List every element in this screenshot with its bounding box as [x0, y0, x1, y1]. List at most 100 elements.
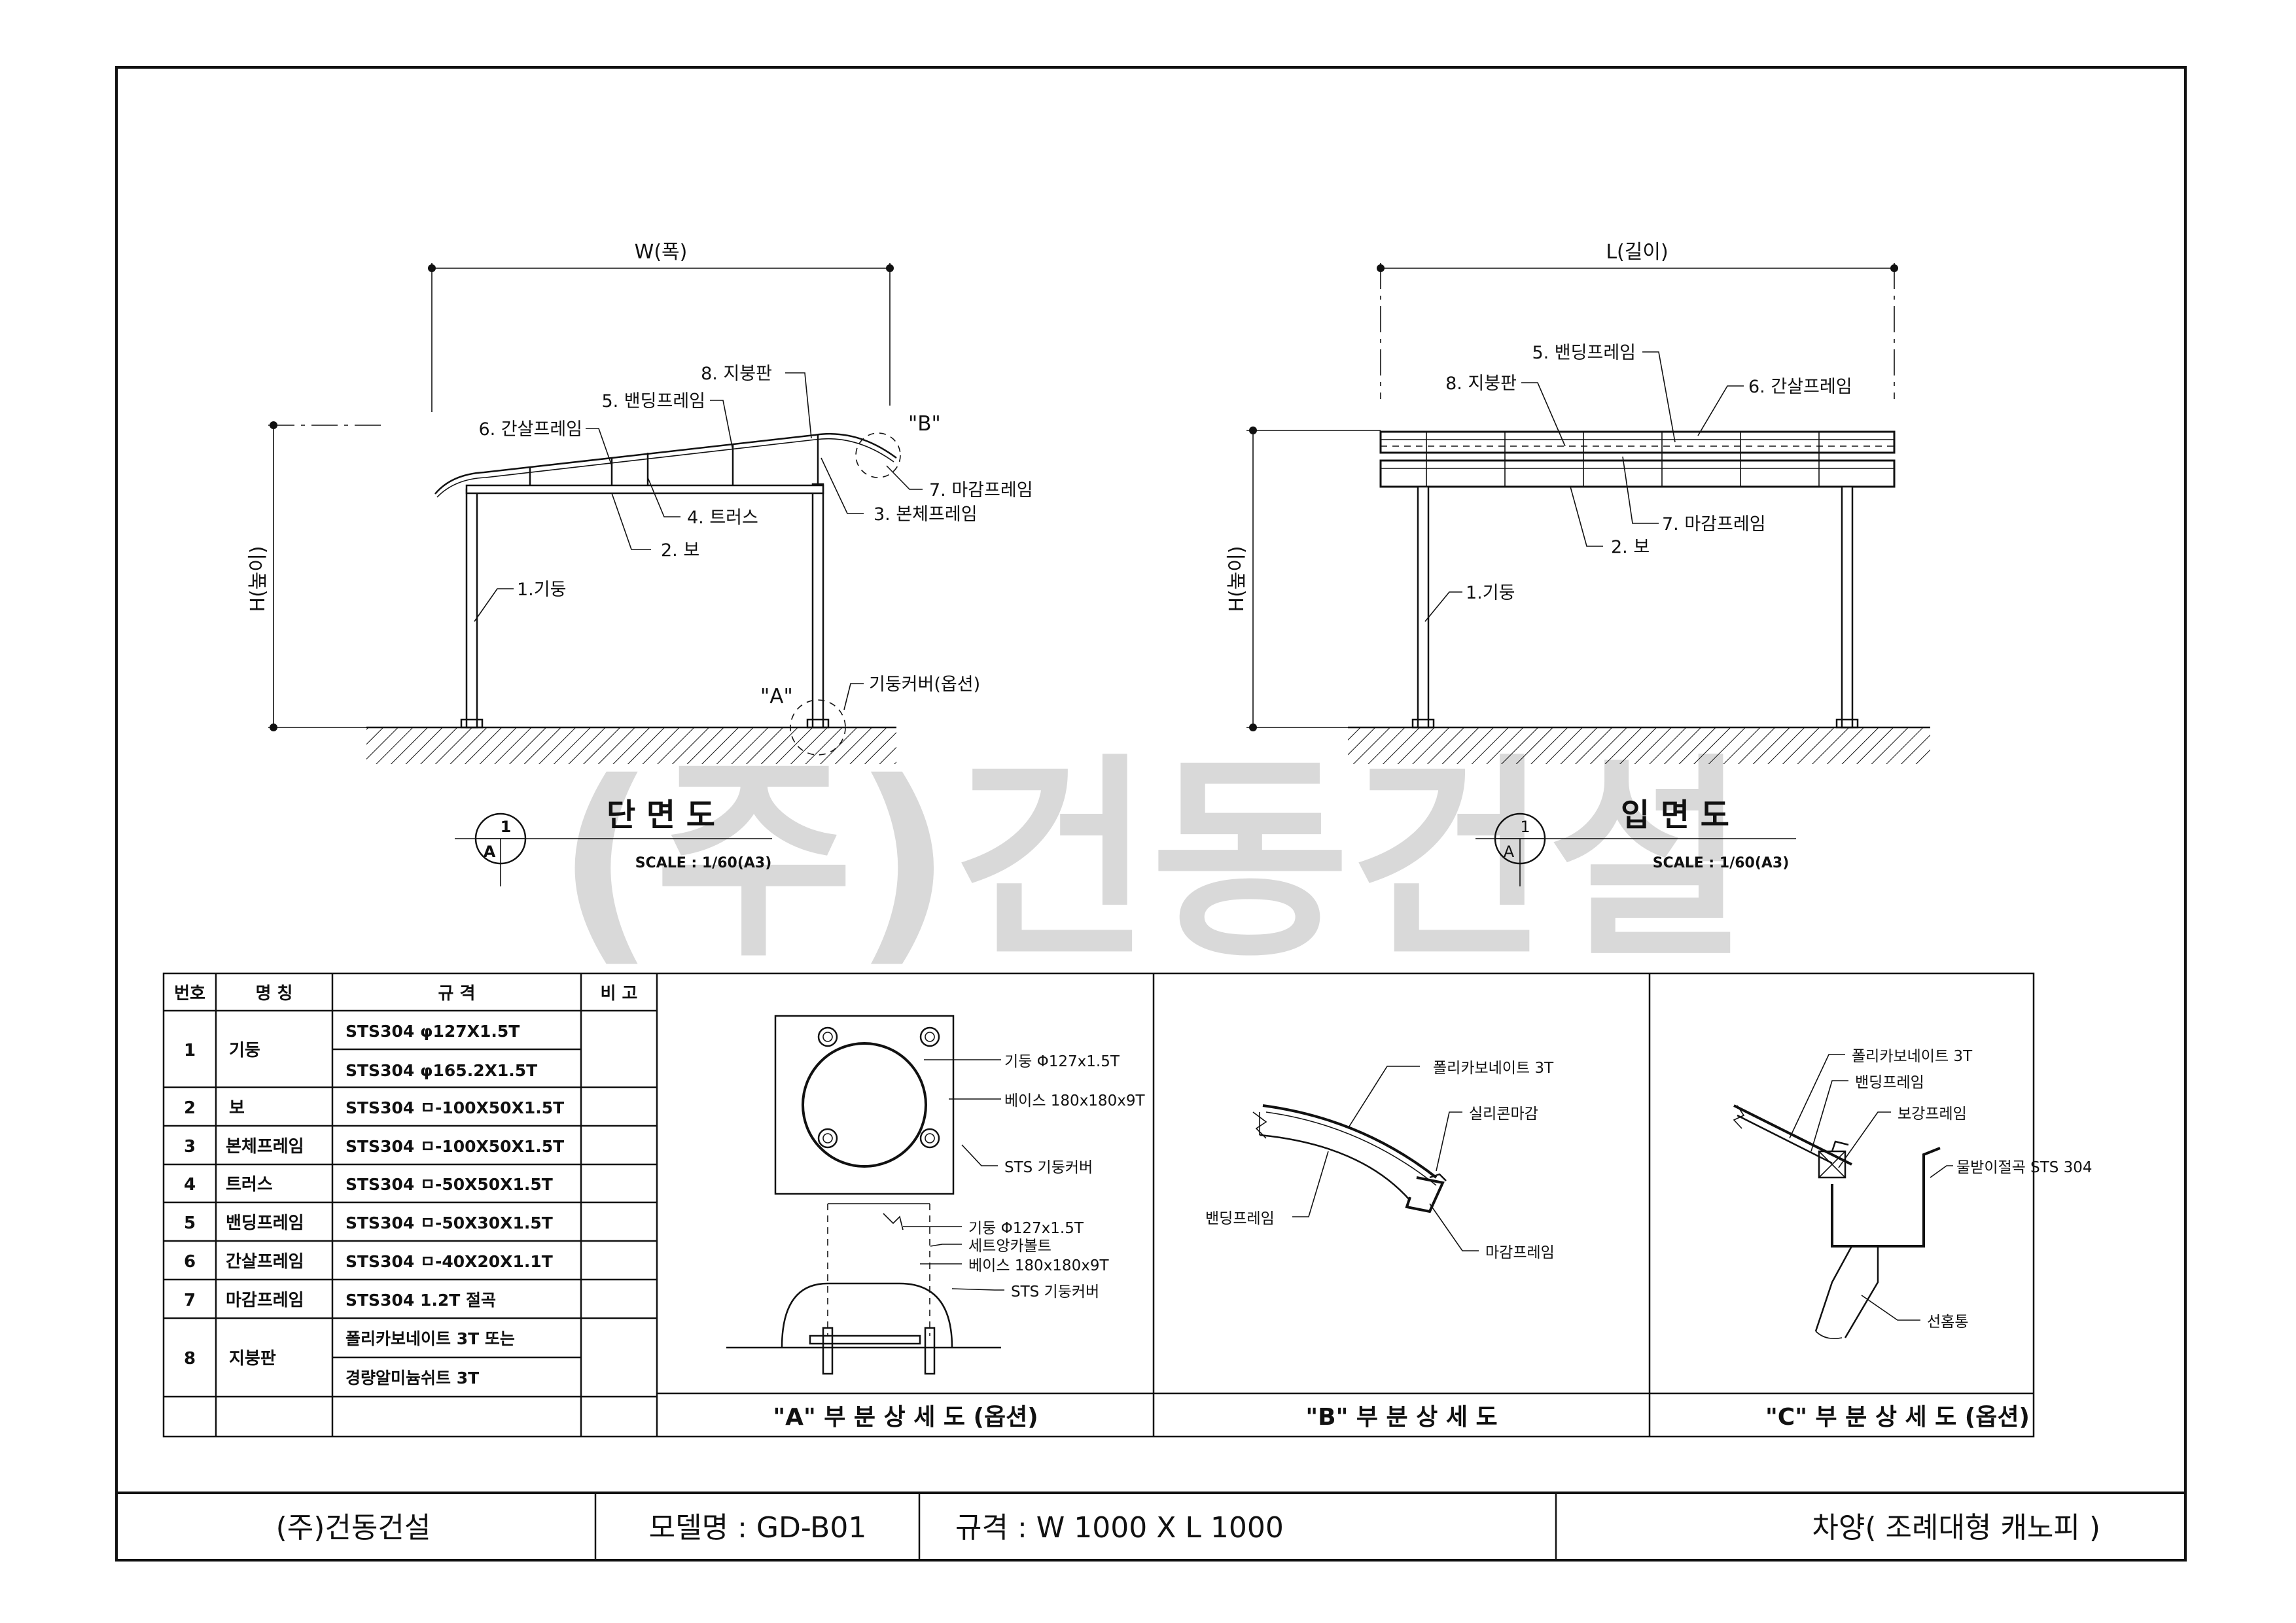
table-header-no: 번호 — [174, 984, 205, 1003]
elevation-ground-hatch — [1348, 727, 1930, 764]
section-label-rafter: 6. 간살프레임 — [478, 419, 582, 440]
table-row-name: 트러스 — [226, 1175, 273, 1195]
elevation-view: L(길이) H(높이) 5. 밴딩프레임 8. — [1226, 241, 1930, 886]
detail-a-label-base-elev: 베이스 180x180x9T — [968, 1257, 1109, 1274]
detail-c-caption: "C" 부 분 상 세 도 (옵션) — [1765, 1404, 2030, 1431]
elevation-marker-letter: A — [1504, 843, 1515, 861]
section-label-body: 3. 본체프레임 — [874, 504, 978, 525]
title-company: (주)건동건설 — [276, 1511, 431, 1544]
section-marker-letter: A — [484, 843, 496, 861]
elevation-marker-number: 1 — [1520, 818, 1530, 836]
section-height-label: H(높이) — [247, 546, 270, 612]
detail-c-label-drain: 선홈통 — [1927, 1314, 1968, 1331]
table-row-name: 마감프레임 — [226, 1291, 304, 1310]
elevation-column-right — [1841, 485, 1854, 729]
detail-b-label-silicone: 실리콘마감 — [1469, 1106, 1538, 1123]
detail-b-caption: "B" 부 분 상 세 도 — [1305, 1404, 1497, 1431]
section-detail-a-circle — [790, 699, 846, 756]
table-row-spec: STS304 1.2T 절곡 — [345, 1291, 496, 1310]
detail-a-base-plate — [774, 1015, 955, 1195]
detail-a-label-column-elev: 기둥 Φ127x1.5T — [968, 1220, 1084, 1237]
section-detail-b-label: "B" — [908, 412, 941, 436]
table-row-spec: 폴리카보네이트 3T 또는 — [345, 1329, 515, 1348]
watermark: (주)건동건설 — [556, 735, 1747, 986]
section-view-scale: SCALE : 1/60(A3) — [635, 855, 772, 871]
elevation-label-finish: 7. 마감프레임 — [1662, 514, 1766, 534]
table-header-note: 비 고 — [601, 984, 638, 1003]
elevation-view-title: 입 면 도 — [1621, 797, 1729, 833]
title-product: 차양( 조례대형 캐노피 ) — [1812, 1511, 2100, 1544]
detail-a: 기둥 Φ127x1.5T 베이스 180x180x9T STS 기둥커버 기둥 … — [726, 1015, 1145, 1431]
detail-a-label-cover-elev: STS 기둥커버 — [1011, 1283, 1099, 1300]
sheet-border — [115, 66, 2187, 1562]
table-row-no: 4 — [184, 1175, 196, 1195]
table-row-name: 본체프레임 — [226, 1137, 304, 1157]
detail-a-caption: "A" 부 분 상 세 도 (옵션) — [773, 1404, 1038, 1431]
lower-panel — [162, 972, 2035, 1438]
table-row-name: 보 — [229, 1098, 245, 1118]
detail-b-label-finish: 마감프레임 — [1485, 1244, 1555, 1261]
elevation-frame — [1379, 459, 1896, 488]
table-row-no: 1 — [184, 1041, 196, 1060]
elevation-label-beam: 2. 보 — [1611, 537, 1650, 557]
section-label-roof: 8. 지붕판 — [701, 364, 772, 384]
detail-c-label-bending: 밴딩프레임 — [1855, 1074, 1924, 1091]
section-beam — [465, 484, 824, 495]
table-row-spec: STS304 φ165.2X1.5T — [345, 1061, 537, 1080]
table-row-no: 2 — [184, 1098, 196, 1118]
detail-a-label-base: 베이스 180x180x9T — [1004, 1092, 1145, 1109]
section-view: W(폭) H(높이) 8. 지붕판 5. 밴딩프레임 6. 간 — [247, 241, 1033, 886]
table-row-no: 7 — [184, 1291, 196, 1310]
detail-a-label-cover: STS 기둥커버 — [1004, 1159, 1093, 1176]
detail-a-label-anchor: 세트앙카볼트 — [968, 1238, 1051, 1255]
detail-b-label-bending: 밴딩프레임 — [1205, 1210, 1275, 1227]
detail-b: 폴리카보네이트 3T 실리콘마감 밴딩프레임 마감프레임 "B" 부 분 상 세… — [1205, 1060, 1555, 1431]
table-row-spec: STS304 ㅁ-50X30X1.5T — [345, 1213, 553, 1232]
elevation-label-column: 1.기둥 — [1466, 583, 1515, 603]
table-row-no: 5 — [184, 1213, 196, 1233]
section-label-finish: 7. 마감프레임 — [929, 480, 1033, 500]
elevation-roof — [1379, 430, 1896, 454]
section-column-left — [465, 488, 478, 729]
detail-b-label-poly: 폴리카보네이트 3T — [1433, 1060, 1554, 1077]
title-model: 모델명 : GD-B01 — [649, 1511, 867, 1544]
table-row-no: 3 — [184, 1137, 196, 1157]
section-label-column: 1.기둥 — [517, 580, 566, 600]
detail-c-label-reinforce: 보강프레임 — [1898, 1106, 1967, 1123]
title-spec: 규격 : W 1000 X L 1000 — [955, 1511, 1284, 1544]
section-label-truss: 4. 트러스 — [687, 508, 758, 528]
table-row-no: 6 — [184, 1252, 196, 1272]
table-header-name: 명 칭 — [256, 984, 293, 1003]
parts-table: 번호 명 칭 규 격 비 고 1 기둥 STS304 φ127X1.5T STS… — [164, 973, 658, 1437]
elevation-column-left — [1417, 485, 1430, 729]
elevation-label-bending: 5. 밴딩프레임 — [1532, 343, 1636, 363]
table-row-spec: STS304 ㅁ-100X50X1.5T — [345, 1098, 564, 1117]
section-marker-number: 1 — [501, 818, 512, 836]
table-row-name: 지붕판 — [229, 1349, 276, 1369]
section-ground-hatch — [366, 727, 896, 764]
table-row-name: 밴딩프레임 — [226, 1213, 304, 1233]
detail-c-label-poly: 폴리카보네이트 3T — [1852, 1048, 1973, 1065]
elevation-height-label: H(높이) — [1226, 546, 1248, 612]
section-label-bending: 5. 밴딩프레임 — [601, 391, 705, 411]
table-row-no: 8 — [184, 1349, 196, 1369]
section-view-title: 단 면 도 — [607, 797, 715, 833]
table-row-name: 기둥 — [229, 1041, 260, 1060]
table-row-name: 간살프레임 — [226, 1252, 304, 1272]
detail-a-label-column: 기둥 Φ127x1.5T — [1004, 1053, 1120, 1070]
section-label-beam: 2. 보 — [661, 540, 699, 561]
detail-c: 폴리카보네이트 3T 밴딩프레임 보강프레임 물받이절곡 STS 304 선홈통… — [1733, 1048, 2093, 1431]
elevation-label-rafter: 6. 간살프레임 — [1748, 377, 1852, 397]
detail-c-label-gutter: 물받이절곡 STS 304 — [1956, 1159, 2093, 1176]
elevation-label-roof: 8. 지붕판 — [1445, 374, 1517, 394]
elevation-length-label: L(길이) — [1606, 241, 1668, 264]
section-column-right — [811, 483, 824, 729]
section-detail-b-circle — [855, 432, 901, 478]
section-label-column-cover: 기둥커버(옵션) — [869, 674, 980, 695]
table-row-spec: STS304 ㅁ-100X50X1.5T — [345, 1137, 564, 1156]
detail-a-column-circle — [802, 1042, 927, 1168]
elevation-view-scale: SCALE : 1/60(A3) — [1653, 855, 1790, 871]
section-roof — [434, 432, 897, 495]
title-block: (주)건동건설 모델명 : GD-B01 규격 : W 1000 X L 100… — [116, 1492, 2185, 1560]
